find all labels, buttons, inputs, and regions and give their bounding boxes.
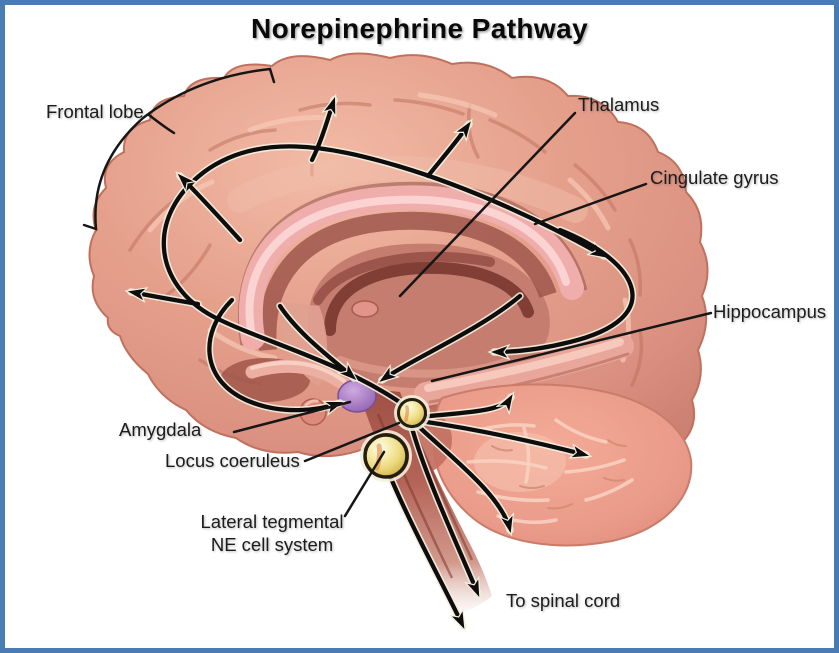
- pathway-to-cerebellum-up: [417, 397, 511, 420]
- pathway-to-spinal-2: [387, 473, 463, 626]
- thalamus-leader: [398, 111, 577, 298]
- pathway-to-cerebellum-right: [417, 418, 586, 455]
- frontal-lobe-bracket: [82, 67, 276, 231]
- annotation-lines: [82, 67, 713, 518]
- lateral-tegmental-leader: [343, 450, 386, 518]
- cingulate-gyrus-leader: [533, 182, 648, 226]
- pathway-to-spinal-1: [409, 425, 478, 594]
- frontal-lobe-tick: [147, 113, 176, 135]
- amygdala-leader: [232, 400, 352, 434]
- label-lateral-tegmental-line1: Lateral tegmental: [200, 511, 344, 532]
- hippocampus-leader: [430, 311, 713, 383]
- pathway-arrows: [131, 100, 637, 626]
- label-cingulate-gyrus: Cingulate gyrus: [650, 167, 779, 188]
- label-locus-coeruleus: Locus coeruleus: [165, 450, 300, 471]
- pathway-front-loop-to-amygdala: [207, 297, 340, 410]
- pathway-to-cortex-upright: [425, 124, 469, 179]
- label-lateral-tegmental-line2: NE cell system: [210, 534, 334, 555]
- label-to-spinal-cord: To spinal cord: [506, 590, 621, 611]
- label-frontal-lobe: Frontal lobe: [46, 101, 144, 122]
- label-amygdala: Amygdala: [119, 419, 202, 440]
- label-thalamus: Thalamus: [578, 94, 660, 115]
- locus-coeruleus-sphere: [397, 398, 427, 428]
- label-hippocampus: Hippocampus: [713, 301, 827, 322]
- pathway-to-frontal: [180, 176, 243, 243]
- pathway-to-amygdala-left: [277, 303, 354, 378]
- locus-coeruleus-leader: [303, 421, 401, 463]
- massa-intermedia: [351, 300, 379, 318]
- pathway-to-frontal-lower: [131, 292, 201, 307]
- pathway-to-hippocampus: [494, 227, 635, 352]
- pathway-to-amygdala-right: [382, 293, 523, 380]
- pathway-to-cerebellum-down: [414, 422, 510, 530]
- label-lateral-tegmental: Lateral tegmental NE cell system: [188, 510, 356, 556]
- diagram-title: Norepinephrine Pathway: [250, 13, 589, 44]
- pathway-cingulum-bundle: [161, 144, 604, 413]
- pathway-to-cortex-up: [309, 100, 334, 163]
